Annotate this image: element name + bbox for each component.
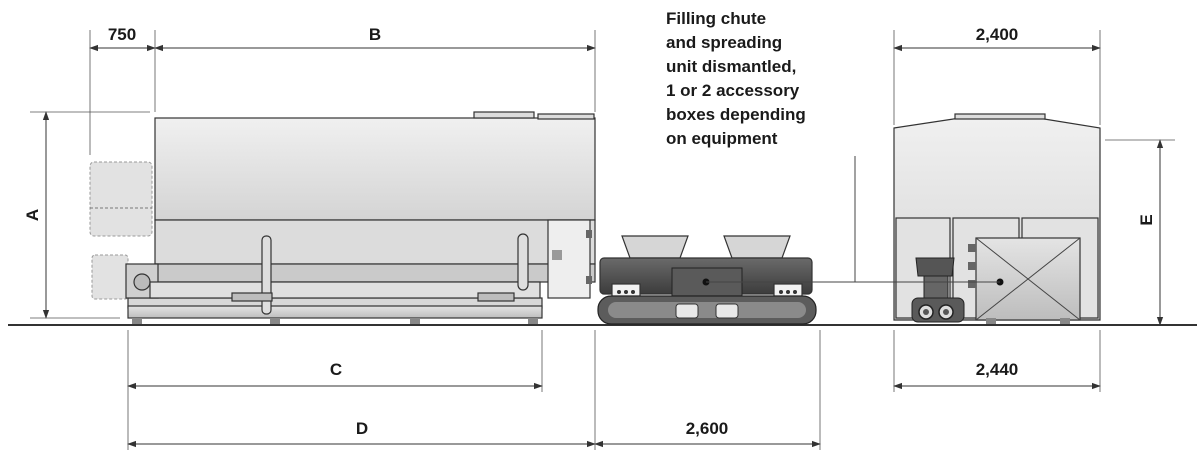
note-line: unit dismantled, bbox=[666, 57, 796, 76]
main-machine bbox=[89, 111, 596, 324]
dim-label-2400: 2,400 bbox=[976, 25, 1019, 44]
dim-label-2440: 2,440 bbox=[976, 360, 1019, 379]
note-line: and spreading bbox=[666, 33, 782, 52]
machine-end-view bbox=[893, 113, 1101, 324]
note-leader-line bbox=[706, 156, 1000, 283]
dim-label-b: B bbox=[369, 25, 381, 44]
note-line: Filling chute bbox=[666, 9, 766, 28]
note-line: 1 or 2 accessory bbox=[666, 81, 800, 100]
tracked-chassis bbox=[597, 235, 817, 325]
dim-label-a: A bbox=[23, 209, 42, 221]
dim-label-e: E bbox=[1137, 214, 1156, 225]
note-line: on equipment bbox=[666, 129, 778, 148]
dim-label-d: D bbox=[356, 419, 368, 438]
dim-label-c: C bbox=[330, 360, 342, 379]
dim-label-750: 750 bbox=[108, 25, 136, 44]
note-line: boxes depending bbox=[666, 105, 806, 124]
dim-label-2600: 2,600 bbox=[686, 419, 729, 438]
equipment-note: Filling chute and spreading unit dismant… bbox=[666, 9, 806, 148]
